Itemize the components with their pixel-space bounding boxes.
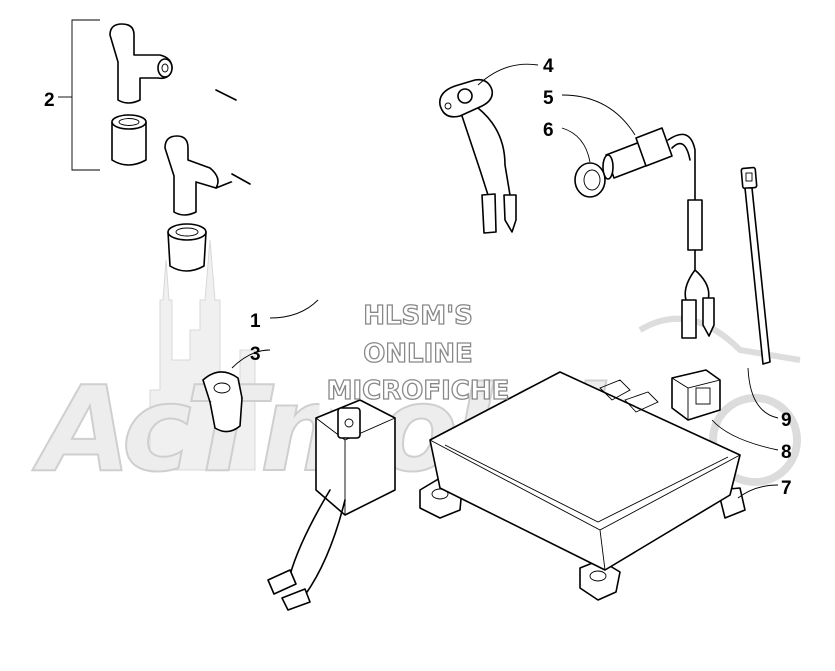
- callout-2-label: 2: [44, 90, 55, 111]
- watermark-bike-frame: [638, 315, 801, 363]
- callout-7-label: 7: [781, 478, 792, 499]
- callout-3-leader: [231, 349, 271, 369]
- callout-3-label: 3: [250, 344, 261, 365]
- callout-4-leader: [477, 63, 539, 86]
- watermark-text: HLSM'S ONLINE MICROFICHE: [326, 300, 510, 406]
- callout-8-label: 8: [781, 442, 792, 463]
- part-boot-lower: [167, 223, 207, 272]
- watermark-line-1: HLSM'S: [363, 301, 473, 331]
- callout-9-leader: [747, 367, 779, 419]
- callout-9-label: 9: [781, 410, 792, 431]
- part-spark-plug-cap-lower: [164, 135, 237, 216]
- part-ignition-coil: [214, 89, 396, 611]
- callout-2-bracket: [58, 19, 100, 171]
- callout-6-leader: [561, 127, 591, 163]
- callout-4-label: 4: [543, 56, 554, 77]
- callout-6-label: 6: [543, 120, 554, 141]
- part-washer: [574, 162, 606, 198]
- part-switch-flange: [438, 78, 517, 234]
- callout-1-leader: [269, 299, 319, 319]
- part-connector-cap: [671, 369, 721, 421]
- callout-5-leader: [561, 94, 636, 136]
- part-clip: [202, 371, 243, 433]
- watermark-line-2: ONLINE: [363, 339, 473, 369]
- callout-8-leader: [711, 419, 779, 451]
- part-temp-sensor: [602, 127, 715, 339]
- callout-5-label: 5: [543, 88, 554, 109]
- part-boot-upper: [111, 114, 147, 166]
- part-cdi-box: [419, 371, 746, 601]
- watermark-wheel-right: [709, 394, 801, 486]
- callout-7-leader: [737, 484, 779, 499]
- callout-1-label: 1: [250, 311, 261, 332]
- part-spark-plug-cap-upper: [109, 23, 173, 104]
- watermark-line-3: MICROFICHE: [327, 376, 510, 406]
- part-cable-tie: [740, 166, 771, 365]
